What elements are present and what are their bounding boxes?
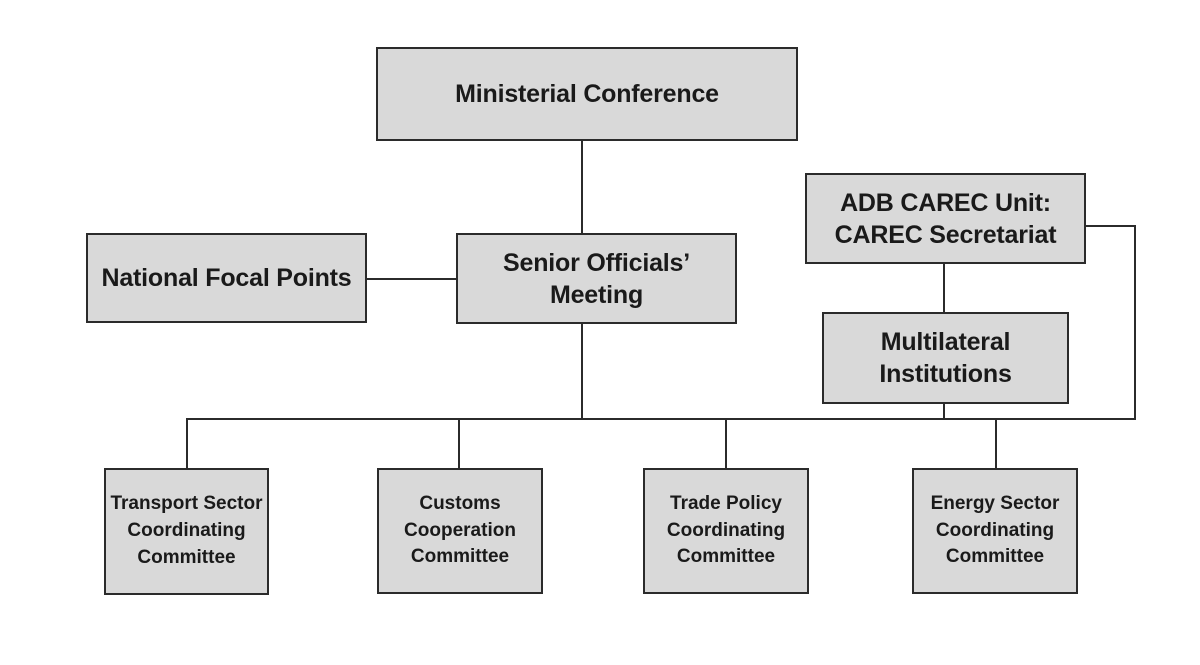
adb-carec-unit-label: ADB CAREC Unit: CAREC Secretariat	[834, 188, 1057, 249]
senior-officials-meeting-box: Senior Officials’ Meeting	[456, 233, 737, 324]
connector-multilateral-to-bus	[943, 402, 945, 419]
committee-bus-line	[186, 418, 1136, 420]
national-focal-points-label: National Focal Points	[101, 264, 352, 292]
ministerial-conference-box: Ministerial Conference	[376, 47, 798, 141]
transport-committee-box: Transport Sector Coordinating Committee	[104, 468, 269, 595]
connector-adb-right-stub	[1085, 225, 1136, 227]
connector-adb-to-multilateral	[943, 262, 945, 314]
customs-committee-box: Customs Cooperation Committee	[377, 468, 543, 594]
connector-bus-to-trade	[725, 418, 727, 470]
transport-committee-label: Transport Sector Coordinating Committee	[110, 493, 263, 568]
adb-carec-unit-box: ADB CAREC Unit: CAREC Secretariat	[805, 173, 1086, 264]
trade-policy-committee-label: Trade Policy Coordinating Committee	[666, 492, 786, 568]
connector-bus-to-energy	[995, 418, 997, 470]
connector-bus-to-customs	[458, 418, 460, 470]
energy-committee-box: Energy Sector Coordinating Committee	[912, 468, 1078, 594]
multilateral-institutions-label: Multilateral Institutions	[879, 328, 1012, 388]
connector-bus-to-transport	[186, 418, 188, 470]
connector-ministerial-to-senior	[581, 139, 583, 235]
customs-committee-label: Customs Cooperation Committee	[404, 492, 516, 568]
connector-adb-right-riser	[1134, 225, 1136, 420]
connector-focal-to-senior	[366, 278, 457, 280]
energy-committee-label: Energy Sector Coordinating Committee	[930, 492, 1060, 568]
trade-policy-committee-box: Trade Policy Coordinating Committee	[643, 468, 809, 594]
senior-officials-meeting-label: Senior Officials’ Meeting	[503, 248, 690, 309]
ministerial-conference-label: Ministerial Conference	[455, 80, 719, 108]
connector-senior-to-bus	[581, 322, 583, 419]
national-focal-points-box: National Focal Points	[86, 233, 367, 323]
multilateral-institutions-box: Multilateral Institutions	[822, 312, 1069, 404]
